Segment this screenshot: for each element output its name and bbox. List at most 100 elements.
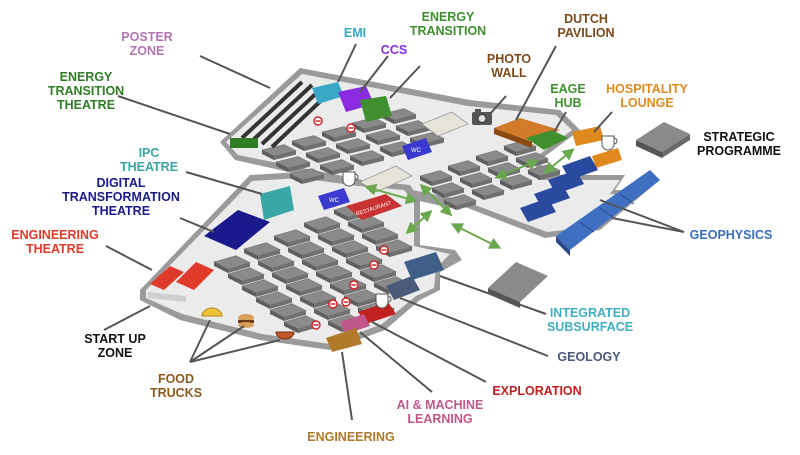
label-line: SUBSURFACE: [546, 320, 634, 334]
booth-block: [243, 242, 281, 260]
ipc-theatre-area: [260, 186, 294, 220]
wc-lower: WC: [318, 188, 350, 210]
no-entry-icon: [369, 260, 379, 270]
booth-block: [315, 265, 353, 283]
start-up-zone-area: [148, 292, 186, 302]
label-line: GEOPHYSICS: [689, 228, 773, 242]
label-ccs: CCS: [381, 43, 407, 57]
booth-block: [305, 147, 341, 163]
booth-block: [303, 216, 341, 234]
label-line: TRUCKS: [149, 386, 203, 400]
food-truck-icons: [201, 307, 295, 340]
label-line: INTEGRATED: [549, 306, 631, 320]
booth-block: [213, 255, 251, 273]
booth-block: [275, 156, 311, 172]
booth-block: [329, 277, 367, 295]
label-line: EAGE: [550, 82, 586, 96]
booth-block: [255, 291, 293, 309]
outside-gray-block: [488, 262, 548, 308]
label-line: PHOTO: [486, 52, 532, 66]
label-line: THEATRE: [91, 204, 151, 218]
label-line: STRATEGIC: [703, 130, 775, 144]
booth-block: [227, 267, 265, 285]
label-emi: EMI: [344, 26, 366, 40]
strategic-programme-area: [636, 122, 690, 158]
label-line: LOUNGE: [620, 96, 674, 110]
no-entry-icon: [346, 123, 356, 133]
label-line: DIGITAL: [96, 176, 146, 190]
emi-area: [312, 82, 344, 104]
label-line: ZONE: [129, 44, 165, 58]
label-line: ENGINEERING: [11, 228, 99, 242]
booth-block: [419, 170, 453, 186]
coffee-cup-icon: [375, 293, 392, 309]
geophysics-inside-area: [520, 156, 598, 222]
booth-block: [335, 138, 371, 154]
label-line: ENGINEERING: [307, 430, 395, 444]
no-entry-markers: [311, 116, 389, 330]
label-line: WALL: [491, 66, 527, 80]
booth-block: [291, 135, 327, 151]
label-line: PROGRAMME: [696, 144, 782, 158]
label-line: POSTER: [121, 30, 173, 44]
label-line: ZONE: [97, 346, 133, 360]
no-entry-icon: [341, 297, 351, 307]
taco-icon: [201, 307, 223, 317]
booth-block: [395, 120, 431, 136]
leader-lines: [103, 43, 685, 421]
no-entry-icon: [311, 320, 321, 330]
booth-block: [301, 253, 339, 271]
geophysics-outside-area: [556, 170, 660, 256]
label-line: START UP: [84, 332, 146, 346]
energy-transition-area: [360, 96, 392, 122]
integrated-subsurface-area: [404, 252, 444, 280]
booth-block: [273, 229, 311, 247]
label-line: THEATRE: [56, 98, 116, 112]
booth-block: [261, 144, 297, 160]
label-geology: GEOLOGY: [557, 350, 620, 364]
booth-block: [241, 279, 279, 297]
booth-block: [381, 108, 417, 124]
label-line: THEATRE: [119, 160, 179, 174]
label-line: TRANSITION: [47, 84, 125, 98]
feature-zones: RESTAURANT WC WC: [148, 80, 690, 352]
booth-block: [319, 159, 355, 175]
label-line: AI & MACHINE: [396, 398, 484, 412]
label-line: LEARNING: [407, 412, 473, 426]
no-entry-icon: [379, 245, 389, 255]
booth-block: [447, 160, 481, 176]
energy-transition-theatre-area: [230, 138, 258, 148]
white-block-upper: [421, 111, 469, 137]
label-line: DUTCH: [564, 12, 608, 26]
wc-lower-text: WC: [329, 198, 340, 204]
label-line: CCS: [380, 43, 408, 57]
coffee-icons: [342, 135, 618, 309]
booth-block: [289, 168, 325, 184]
label-line: EXPLORATION: [492, 384, 582, 398]
label-geophysics: GEOPHYSICS: [690, 228, 773, 242]
eage-hub-area: [526, 130, 568, 150]
booth-block: [285, 278, 323, 296]
wc-upper: WC: [402, 138, 432, 160]
booth-block: [287, 241, 325, 259]
booth-block: [283, 315, 321, 333]
no-entry-icon: [349, 280, 359, 290]
walkway-arrows: [364, 148, 575, 249]
booth-block: [331, 240, 369, 258]
label-line: HUB: [554, 96, 582, 110]
label-line: THEATRE: [25, 242, 85, 256]
booth-block: [349, 150, 385, 166]
